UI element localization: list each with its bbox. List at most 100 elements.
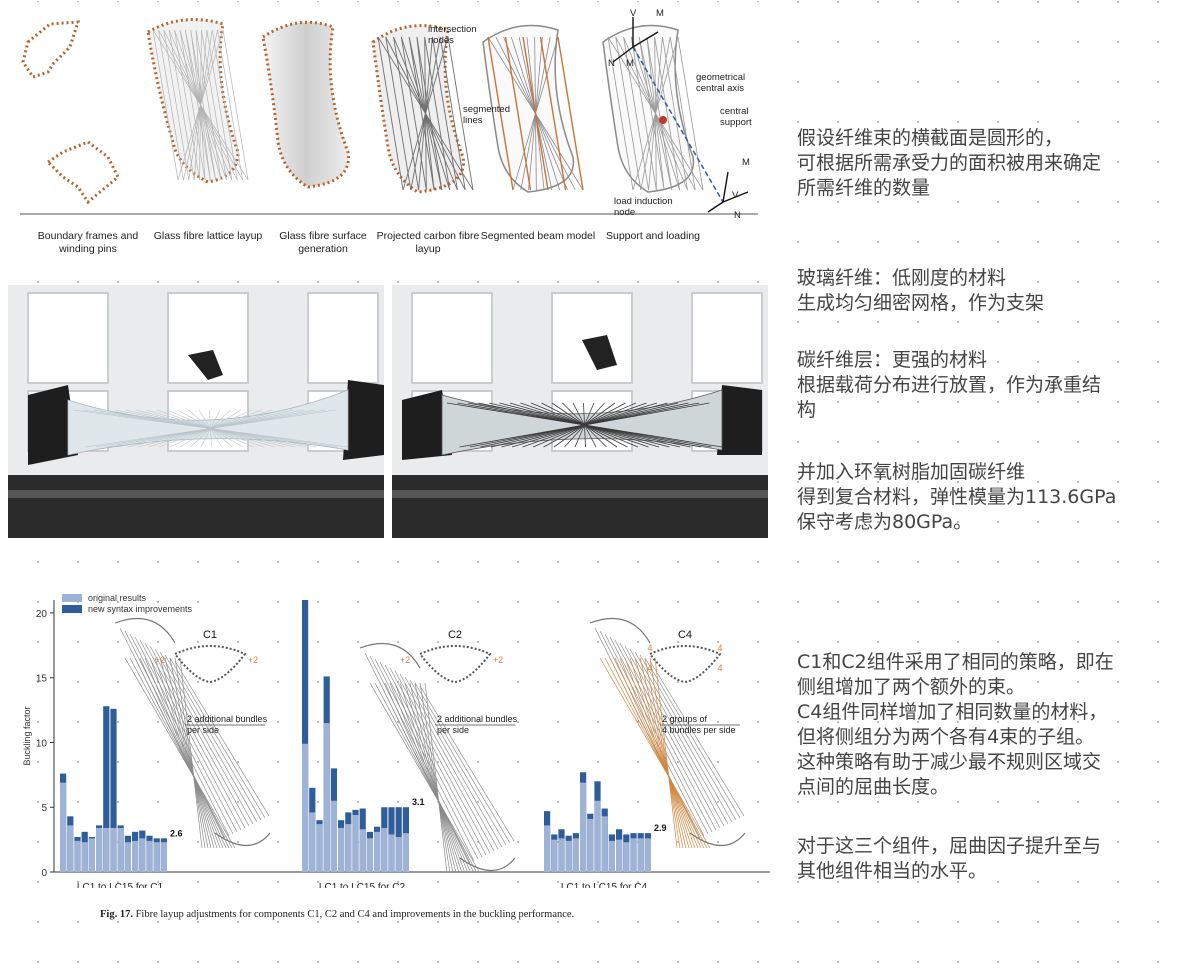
support-loading-shape xyxy=(602,17,749,213)
note-line: 所需纤维的数量 xyxy=(797,177,931,199)
annotation-segmented-lines: segmented lines xyxy=(463,104,511,126)
note-line: 根据载荷分布进行放置，作为承重结 xyxy=(797,374,1102,396)
component-name: C1 xyxy=(203,629,217,641)
bar-original xyxy=(153,842,160,872)
bar-original xyxy=(623,842,630,872)
segmented-beam-shape xyxy=(482,24,584,193)
cross-section-icon xyxy=(648,645,722,684)
bar-original xyxy=(338,827,345,872)
label-n-top: N xyxy=(608,58,615,69)
bar-original xyxy=(160,842,167,872)
note-line: 并加入环氧树脂加固碳纤维 xyxy=(797,461,1026,483)
pin-label: 4 xyxy=(647,643,652,653)
component-name: C4 xyxy=(678,629,692,641)
annotation-line: 2 additional bundles xyxy=(187,714,268,724)
note-line: 得到复合材料，弹性模量为113.6GPa xyxy=(797,486,1117,508)
bar-original xyxy=(345,824,352,872)
bar-original xyxy=(587,818,594,872)
bar-original xyxy=(644,838,651,872)
note-block-4: 并加入环氧树脂加固碳纤维 得到复合材料，弹性模量为113.6GPa 保守考虑为8… xyxy=(797,460,1116,535)
annotation-line: 2 groups of xyxy=(662,714,708,724)
note-line: 侧组增加了两个额外的束。 xyxy=(797,676,1026,698)
bar-original xyxy=(323,723,330,872)
component-drawing xyxy=(114,617,271,849)
bar-original xyxy=(374,831,381,872)
bar-original xyxy=(139,838,146,872)
annotation-central-axis: geometrical central axis xyxy=(696,72,746,94)
fibre-layup-process-diagram xyxy=(20,17,758,215)
stage-label-3: Glass fibre surface generation xyxy=(279,230,367,255)
note-line: 玻璃纤维：低刚度的材料 xyxy=(797,267,1007,289)
bar-original xyxy=(316,824,323,872)
marker-value: 2.6 xyxy=(170,828,183,838)
y-axis-label: Buckling factor xyxy=(22,706,32,765)
annotation-line: per side xyxy=(437,725,469,735)
label-n-bottom: N xyxy=(734,210,741,221)
group-label: LC1 to LC15 for C1 xyxy=(77,882,164,888)
bar-original xyxy=(558,838,565,872)
bar-original xyxy=(117,827,124,872)
component-drawing xyxy=(589,617,746,849)
bar-original xyxy=(565,840,572,872)
bar-original xyxy=(103,827,110,872)
stage-label-6: Support and loading xyxy=(606,230,700,242)
pin-label: 4 xyxy=(717,663,722,673)
note-block-2: 玻璃纤维：低刚度的材料 生成均匀细密网格，作为支架 xyxy=(797,266,1044,316)
legend-label: new syntax improvements xyxy=(88,604,193,614)
stage-label-4: Projected carbon fibre layup xyxy=(376,230,480,255)
prototype-photos xyxy=(8,285,768,540)
bar-original xyxy=(132,840,139,872)
legend-label: original results xyxy=(88,593,147,603)
note-line: 构 xyxy=(797,399,817,421)
note-line: 但将侧组分为两个各有4束的子组。 xyxy=(797,726,1095,748)
glass-surface-shape xyxy=(261,20,350,189)
component-drawing xyxy=(359,642,516,874)
note-line: 其他组件相当的水平。 xyxy=(797,860,988,882)
note-line: 点间的屈曲长度。 xyxy=(797,776,950,798)
note-line: 对于这三个组件，屈曲因子提升至与 xyxy=(797,835,1102,857)
bar-original xyxy=(67,825,74,872)
carbon-fibre-photo xyxy=(392,285,768,538)
bar-original xyxy=(630,838,637,872)
legend-swatch xyxy=(62,594,82,602)
bar-original xyxy=(302,743,309,872)
bar-original xyxy=(594,800,601,872)
label-v-top: V xyxy=(630,8,637,19)
bar-original xyxy=(402,833,409,872)
pin-label: +2 xyxy=(155,655,165,665)
pin-label: 4 xyxy=(717,643,722,653)
bar-original xyxy=(608,840,615,872)
bar-original xyxy=(395,837,402,872)
bar-original xyxy=(544,825,551,872)
note-line: C1和C2组件采用了相同的策略，即在 xyxy=(797,651,1114,673)
y-tick-label: 0 xyxy=(41,868,47,879)
bar-original xyxy=(381,827,388,872)
group-label: LC1 to LC15 for C2 xyxy=(319,882,406,888)
y-tick-label: 10 xyxy=(36,738,48,749)
y-tick-label: 15 xyxy=(36,674,48,685)
bar-improved xyxy=(302,600,309,872)
note-line: 可根据所需承受力的面积被用来确定 xyxy=(797,152,1102,174)
annotation-line: 4 bundles per side xyxy=(662,725,736,735)
bar-original xyxy=(388,834,395,872)
note-block-5: C1和C2组件采用了相同的策略，即在 侧组增加了两个额外的束。 C4组件同样增加… xyxy=(797,650,1114,800)
note-line: 保守考虑为80GPa。 xyxy=(797,511,973,533)
annotation-load-induction-node: load induction node xyxy=(614,196,673,218)
annotation-line: 2 additional bundles xyxy=(437,714,518,724)
marker-value: 3.1 xyxy=(412,797,425,807)
bar-original xyxy=(580,782,587,872)
note-block-6: 对于这三个组件，屈曲因子提升至与 其他组件相当的水平。 xyxy=(797,834,1101,884)
note-line: C4组件同样增加了相同数量的材料， xyxy=(797,701,1108,723)
cross-section-icon xyxy=(173,645,247,684)
bar-original xyxy=(637,838,644,872)
group-label: LC1 to LC15 for C4 xyxy=(561,882,648,888)
bar-original xyxy=(330,800,337,872)
caption-label: Fig. 17. xyxy=(100,909,133,920)
stage-label-5: Segmented beam model xyxy=(480,230,596,242)
carbon-layup-shape xyxy=(371,24,474,194)
bar-improved xyxy=(103,706,110,872)
component-name: C2 xyxy=(448,629,462,641)
bar-original xyxy=(551,839,558,872)
marker-value: 2.9 xyxy=(654,823,667,833)
